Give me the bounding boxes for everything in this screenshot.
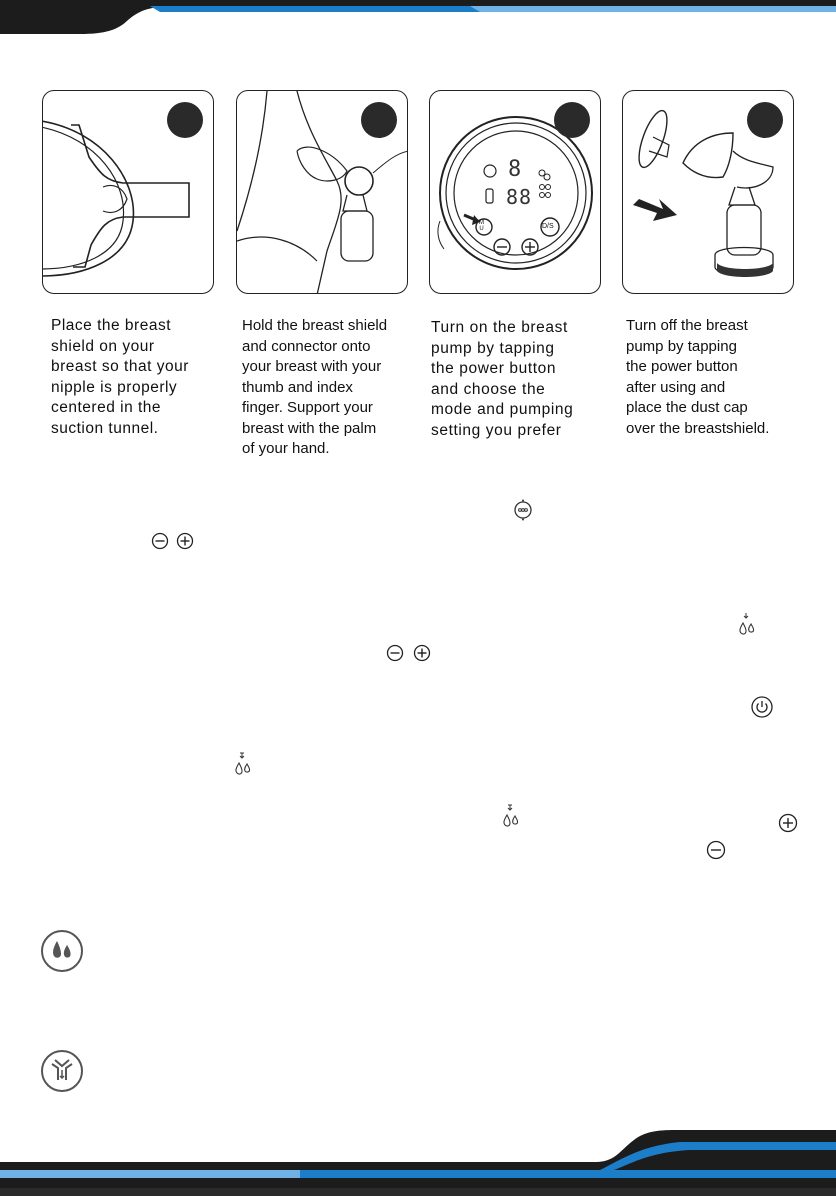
plus-circle-icon: [176, 532, 194, 550]
minus-circle-icon: [706, 840, 726, 860]
step-1-caption: Place the breast shield on your breast s…: [51, 317, 189, 437]
step-1-illustration: [42, 90, 214, 294]
step-4-caption: Turn off the breast pump by tapping the …: [626, 317, 770, 437]
header-band: [0, 0, 836, 40]
breast-shield-badge-icon: [41, 1050, 83, 1092]
step-4-illustration: [622, 90, 794, 294]
plus-circle-icon: [413, 644, 431, 662]
step-2-caption: Hold the breast shield and connector ont…: [242, 317, 388, 457]
droplets-icon: [739, 613, 755, 635]
mode-button-label: M U: [479, 220, 484, 232]
step-number-badge: [167, 102, 203, 138]
minus-circle-icon: [386, 644, 404, 662]
footer-band: [0, 1126, 836, 1196]
plus-circle-icon: [778, 813, 798, 833]
step-number-badge: [747, 102, 783, 138]
display-digit-double: 88: [506, 185, 533, 209]
droplets-icon: [235, 752, 251, 775]
droplets-icon: [503, 804, 519, 827]
milk-drops-badge-icon: [41, 930, 83, 972]
mode-dial-icon: [514, 499, 532, 521]
step-number-badge: [554, 102, 590, 138]
step-3-illustration: 8 88 M U D/S: [429, 90, 601, 294]
power-icon: [751, 696, 773, 718]
step-3-caption: Turn on the breast pump by tapping the p…: [431, 319, 574, 439]
display-digit-single: 8: [508, 157, 522, 182]
ds-button-label: D/S: [542, 223, 554, 230]
step-number-badge: [361, 102, 397, 138]
step-2-illustration: [236, 90, 408, 294]
minus-circle-icon: [151, 532, 169, 550]
